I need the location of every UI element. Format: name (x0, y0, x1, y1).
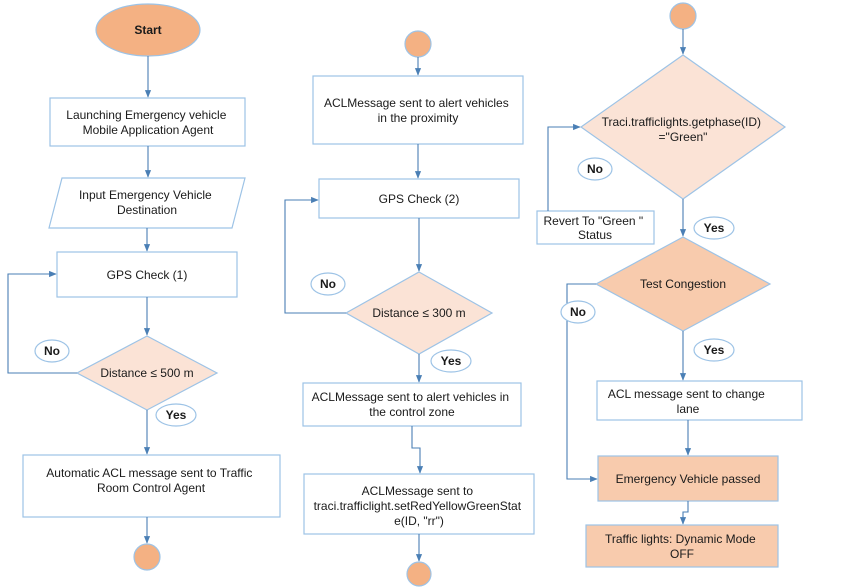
yes-badge-3 (693, 216, 735, 240)
alert-proximity-label: ACLMessage sent to alert vehicles in the… (324, 96, 512, 125)
yes-label-2: Yes (441, 354, 462, 368)
dynamic-mode-off-box (585, 524, 779, 568)
yes-label-3: Yes (704, 221, 725, 235)
yes-label-4: Yes (704, 343, 725, 357)
no-label-4: No (570, 305, 586, 319)
alert-proximity-box (312, 75, 524, 145)
gps-check-2-label: GPS Check (2) (379, 192, 460, 206)
no-badge-1 (34, 339, 70, 363)
alert-control-zone-label: ACLMessage sent to alert vehicles in the… (312, 390, 513, 419)
gps-check-1-label: GPS Check (1) (107, 268, 188, 282)
emergency-passed-label: Emergency Vehicle passed (616, 472, 761, 486)
automatic-acl-box (22, 454, 281, 518)
yes-label-1: Yes (166, 408, 187, 422)
change-lane-label: ACL message sent to change lane (608, 387, 768, 416)
traci-setred-label: ACLMessage sent to traci.trafficlight.se… (314, 484, 525, 528)
yes-badge-1 (155, 403, 197, 427)
distance-500-label: Distance ≤ 500 m (100, 366, 193, 380)
test-congestion-label: Test Congestion (640, 277, 726, 291)
connector-circle-1 (133, 543, 161, 571)
yes-badge-4 (693, 338, 735, 362)
start-label: Start (134, 23, 161, 37)
column-2: ACLMessage sent to alert vehicles in the… (284, 30, 535, 587)
connector-circle-2-top (404, 30, 432, 58)
traci-setred-box (303, 473, 535, 535)
revert-green-label: Revert To "Green " Status (543, 214, 646, 242)
no-badge-2 (310, 272, 346, 296)
getphase-green-label: Traci.trafficlights.getphase(ID) ="Green… (602, 115, 765, 144)
launch-agent-box (49, 97, 246, 147)
input-destination-parallelogram (48, 177, 246, 229)
emergency-passed-box (597, 455, 779, 502)
change-lane-box (596, 380, 803, 421)
dynamic-mode-off-label: Traffic lights: Dynamic Mode OFF (605, 532, 759, 561)
no-label-2: No (320, 277, 336, 291)
yes-badge-2 (430, 349, 472, 373)
connector-circle-2-bottom (406, 561, 432, 587)
launch-agent-label: Launching Emergency vehicle Mobile Appli… (66, 108, 229, 137)
automatic-acl-label: Automatic ACL message sent to Traffic Ro… (46, 466, 255, 495)
no-badge-4 (560, 300, 596, 324)
column-1: Start Launching Emergency vehicle Mobile… (7, 3, 281, 571)
gps-check-1-box (56, 251, 238, 298)
no-badge-3 (577, 157, 613, 181)
connector-circle-3-top (669, 2, 697, 30)
no-label-3: No (587, 162, 603, 176)
no-label-1: No (44, 344, 60, 358)
column-3: Traci.trafficlights.getphase(ID) ="Green… (536, 2, 803, 568)
distance-300-label: Distance ≤ 300 m (372, 306, 465, 320)
revert-green-box (536, 210, 655, 245)
input-destination-label: Input Emergency Vehicle Destination (79, 188, 215, 217)
